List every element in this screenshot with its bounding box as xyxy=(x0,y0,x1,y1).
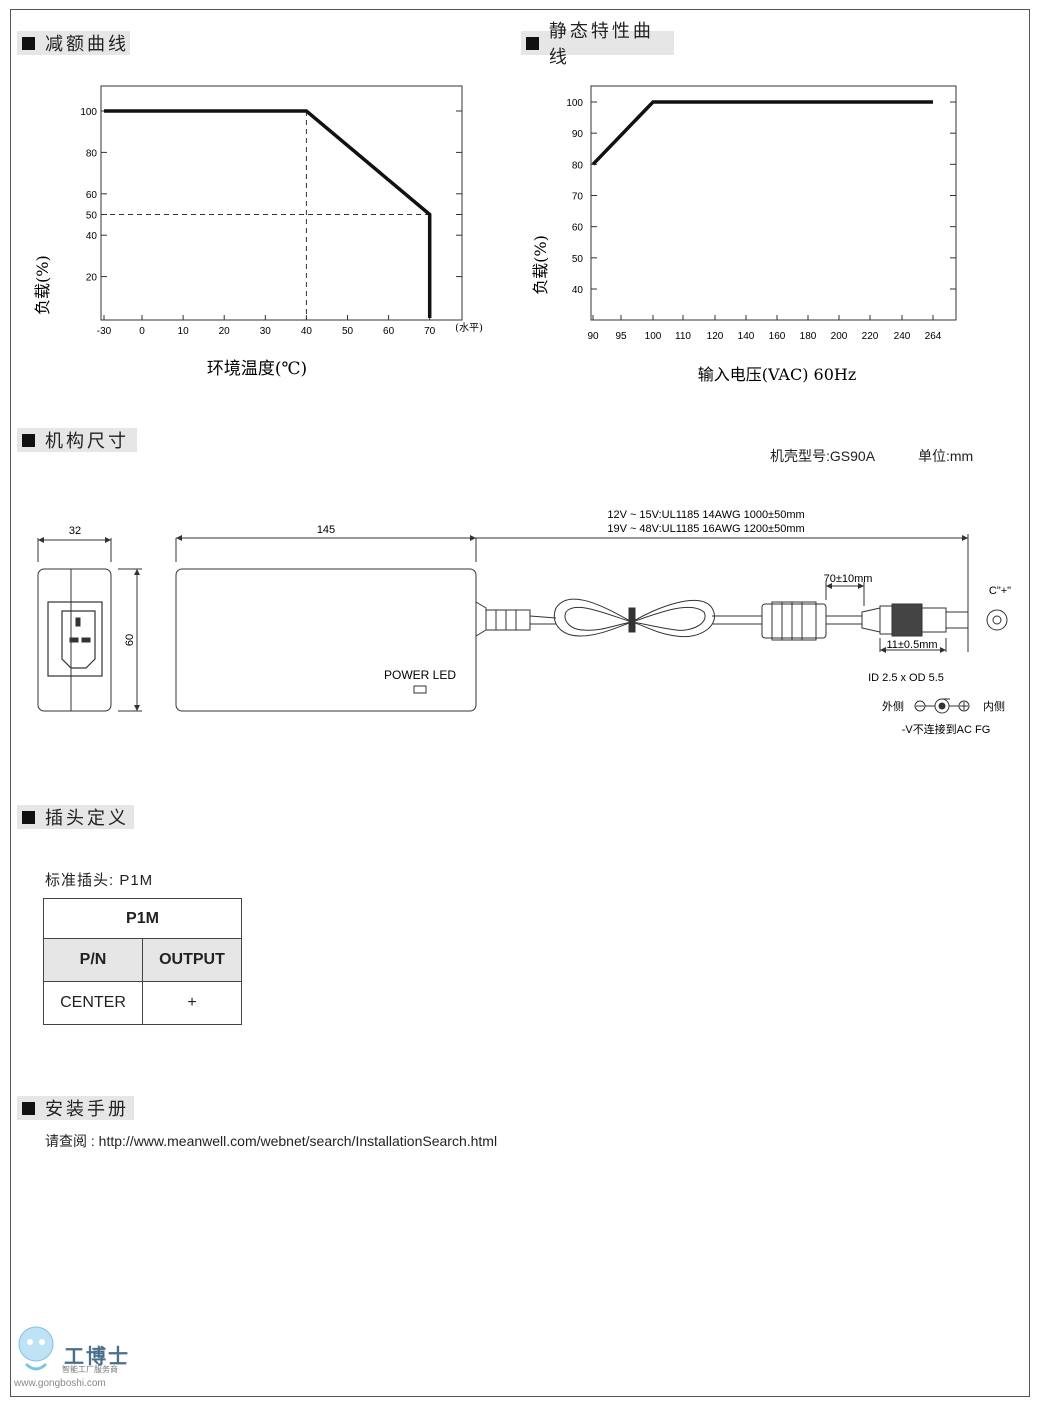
derating-x-tick-label: 40 xyxy=(301,326,313,337)
watermark-tagline: 智能工厂服务商 xyxy=(62,1365,118,1374)
plug-table-title: P1M xyxy=(43,898,242,939)
gongboshi-logo-icon xyxy=(18,1326,54,1371)
static-y-tick-label: 60 xyxy=(572,223,584,234)
watermark-name: 工博士 xyxy=(64,1346,130,1368)
plug-end-view-icon xyxy=(986,609,1008,631)
plug-table-col-pn: P/N xyxy=(43,938,143,982)
mechanical-drawing: 32 60 145 12V ~ 15V:UL1185 14AWG 1000±50… xyxy=(37,509,1011,736)
static-y-tick-label: 50 xyxy=(572,254,584,265)
square-bullet-icon xyxy=(22,36,35,50)
section-plug-header: 插头定义 xyxy=(17,805,134,829)
derating-y-tick-label: 20 xyxy=(86,273,98,284)
power-led-icon xyxy=(413,685,427,694)
static-x-tick-label: 140 xyxy=(738,331,755,342)
static-x-tick-label: 180 xyxy=(800,331,817,342)
cable-spec-line1: 12V ~ 15V:UL1185 14AWG 1000±50mm xyxy=(607,509,804,521)
static-y-tick-label: 90 xyxy=(572,129,584,140)
section-manual-header: 安装手册 xyxy=(17,1096,134,1120)
derating-ylabel: 负载(%) xyxy=(33,255,52,315)
derating-series-line xyxy=(104,109,432,318)
id-od-label: ID 2.5 x OD 5.5 xyxy=(868,672,944,684)
dim-70: 70±10mm xyxy=(824,573,873,585)
static-xlabel: 输入电压(VAC) 60Hz xyxy=(698,365,857,384)
static-y-tick-label: 70 xyxy=(572,192,584,203)
dim-11: 11±0.5mm xyxy=(886,639,937,651)
static-x-tick-label: 200 xyxy=(831,331,848,342)
static-x-tick-label: 110 xyxy=(675,331,691,342)
derating-plot-frame xyxy=(100,85,463,321)
page-frame xyxy=(10,9,1030,1397)
center-polarity-label: C"+" xyxy=(989,585,1011,597)
plug-table-cell-plus: + xyxy=(142,981,242,1025)
static-x-tick-label: 90 xyxy=(587,331,599,342)
static-series-line xyxy=(591,100,933,166)
square-bullet-icon xyxy=(526,36,539,50)
derating-y-tick-label: 40 xyxy=(86,231,98,242)
static-ylabel: 负载(%) xyxy=(531,235,550,295)
static-x-tick-label: 120 xyxy=(707,331,724,342)
inner-label: 内侧 xyxy=(983,699,1005,713)
derating-x-tick-label: 0 xyxy=(139,326,145,337)
dim-32: 32 xyxy=(69,525,81,537)
watermark-url: www.gongboshi.com xyxy=(14,1378,106,1389)
section-static-header: 静态特性曲线 xyxy=(521,21,674,68)
static-y-tick-label: 80 xyxy=(572,160,584,171)
dim-60: 60 xyxy=(124,634,136,646)
static-y-tick-label: 40 xyxy=(572,285,584,296)
plug-table-cell-center: CENTER xyxy=(43,981,143,1025)
derating-y-tick-label: 60 xyxy=(86,190,98,201)
unit-label: 单位:mm xyxy=(918,448,974,464)
static-plot-frame xyxy=(590,85,957,321)
derating-x-tick-label: 70 xyxy=(424,326,436,337)
square-bullet-icon xyxy=(22,1101,35,1115)
derating-x-unit-note: (水平) xyxy=(455,322,483,334)
square-bullet-icon xyxy=(22,433,35,447)
model-label: 机壳型号:GS90A xyxy=(770,448,876,464)
manual-link[interactable]: 请查阅 : http://www.meanwell.com/webnet/sea… xyxy=(45,1133,498,1149)
static-y-tick-label: 100 xyxy=(566,98,583,109)
derating-x-tick-label: 60 xyxy=(383,326,395,337)
plug-table: P1M P/N OUTPUT CENTER + xyxy=(43,898,242,1025)
square-bullet-icon xyxy=(22,810,35,824)
cable-spec-line2: 19V ~ 48V:UL1185 16AWG 1200±50mm xyxy=(607,523,804,535)
section-derating-header: 减额曲线 xyxy=(17,31,130,55)
power-led-label: POWER LED xyxy=(384,668,456,682)
plug-table-col-output: OUTPUT xyxy=(142,938,242,982)
static-x-tick-label: 264 xyxy=(925,331,942,342)
derating-x-tick-label: 20 xyxy=(219,326,231,337)
derating-x-tick-label: -30 xyxy=(97,326,112,337)
derating-y-tick-label: 100 xyxy=(80,107,97,118)
derating-y-tick-label: 50 xyxy=(86,211,98,222)
fg-note: -V不连接到AC FG xyxy=(902,723,991,736)
static-x-tick-label: 160 xyxy=(769,331,786,342)
outer-label: 外侧 xyxy=(882,700,904,713)
dim-145: 145 xyxy=(317,524,335,536)
derating-x-tick-label: 50 xyxy=(342,326,354,337)
derating-x-tick-label: 30 xyxy=(260,326,272,337)
static-x-tick-label: 100 xyxy=(645,331,662,342)
static-x-tick-label: 95 xyxy=(615,331,627,342)
static-x-tick-label: 240 xyxy=(894,331,911,342)
plug-standard-label: 标准插头: P1M xyxy=(45,872,154,889)
derating-y-tick-label: 80 xyxy=(86,148,98,159)
iec-inlet-icon xyxy=(61,610,96,669)
adapter-body xyxy=(175,568,477,712)
static-x-tick-label: 220 xyxy=(862,331,879,342)
derating-xlabel: 环境温度(℃) xyxy=(207,359,307,379)
static-chart: 40 50 60 70 80 90 100 90 95 100 110 120 140 160 180 200… xyxy=(531,85,957,384)
derating-chart: 20 40 50 60 80 100 -30 0 10 20 30 40 50 60 70 负载(%) 环境… xyxy=(33,85,483,379)
side-view-body xyxy=(37,568,112,712)
derating-x-tick-label: 10 xyxy=(178,326,190,337)
section-mechanical-header: 机构尺寸 xyxy=(17,428,137,452)
